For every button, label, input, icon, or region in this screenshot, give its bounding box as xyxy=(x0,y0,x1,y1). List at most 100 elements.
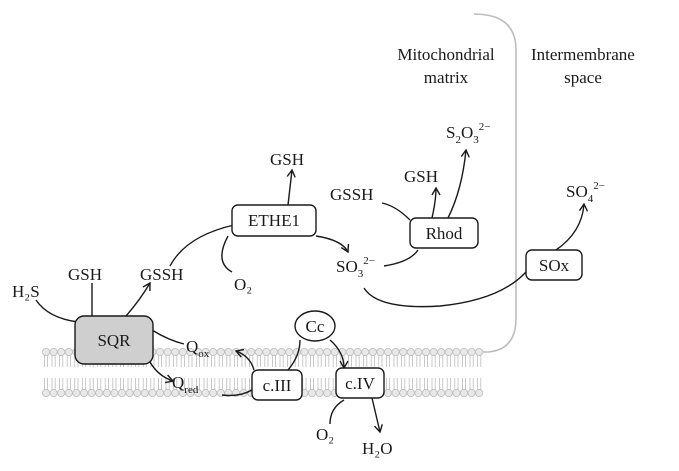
gsh-ethe1-label: GSH xyxy=(270,150,304,169)
lipid-head xyxy=(186,388,195,397)
s2o3-sub2: 3 xyxy=(473,134,479,146)
lipid-head xyxy=(49,347,58,356)
gsh-rhod-label: GSH xyxy=(404,167,438,186)
h2s-label: H₂S xyxy=(12,282,40,301)
ciii-rect xyxy=(251,369,303,401)
lipid-head xyxy=(429,388,438,397)
lipid-head xyxy=(201,388,210,397)
lipid-head xyxy=(49,388,58,397)
lipid-head xyxy=(361,347,370,356)
sqr-box: SQR xyxy=(74,315,154,365)
arrow-so3-sox xyxy=(363,271,527,308)
thiosulfate-label: S2O32− xyxy=(446,121,490,146)
lipid-head xyxy=(307,388,316,397)
lipid-head xyxy=(285,347,294,356)
rhod-label: Rhod xyxy=(426,224,463,243)
so3-sub: 3 xyxy=(358,268,364,280)
ciii-label: c.III xyxy=(263,376,292,395)
lipid-head xyxy=(459,347,468,356)
lipid-head xyxy=(57,347,66,356)
s2o3-sub1: 2 xyxy=(455,134,461,146)
lipid-head xyxy=(140,388,149,397)
lipid-head xyxy=(80,388,89,397)
q-ox-sub: ox xyxy=(198,348,210,360)
lipid-head xyxy=(125,388,134,397)
lipid-head xyxy=(459,388,468,397)
q-red-main: Q xyxy=(172,373,184,392)
reaction-arrows xyxy=(35,148,589,434)
ethe1-box: ETHE1 xyxy=(231,204,317,237)
lipid-head xyxy=(110,388,119,397)
lipid-head xyxy=(102,388,111,397)
lipid-head xyxy=(368,347,377,356)
lipid-head xyxy=(391,347,400,356)
lipid-head xyxy=(87,388,96,397)
lipid-head xyxy=(155,388,164,397)
rhod-rect xyxy=(409,217,479,249)
so4-sup: 2− xyxy=(593,180,605,192)
s2o3-sup: 2− xyxy=(479,121,491,133)
lipid-head xyxy=(269,347,278,356)
complex-iv-box: c.IV xyxy=(335,367,385,399)
s2o3-o: O xyxy=(461,123,473,142)
lipid-head xyxy=(277,347,286,356)
lipid-head xyxy=(193,388,202,397)
arrow-gssh-rhod xyxy=(381,202,411,221)
lipid-head xyxy=(399,388,408,397)
lipid-head xyxy=(254,347,263,356)
lipid-head xyxy=(414,347,423,356)
sqr-label: SQR xyxy=(97,331,131,350)
arrow-ethe1-so3 xyxy=(315,235,350,254)
arrow-sqr-qox xyxy=(151,329,185,345)
lipid-head xyxy=(467,347,476,356)
lipid-head xyxy=(429,347,438,356)
q-ox-main: Q xyxy=(186,337,198,356)
lipid-head xyxy=(414,388,423,397)
q-red-label: Qred xyxy=(172,373,199,396)
arrow-civ-h2o xyxy=(371,397,383,434)
lipid-head xyxy=(391,388,400,397)
so4-main: SO xyxy=(566,182,588,201)
rhod-box: Rhod xyxy=(409,217,479,249)
civ-rect xyxy=(335,367,385,399)
lipid-head xyxy=(444,388,453,397)
lipid-head xyxy=(421,347,430,356)
lipid-head xyxy=(118,388,127,397)
lipid-head xyxy=(353,347,362,356)
lipid-head xyxy=(383,388,392,397)
matrix-header-line2: matrix xyxy=(424,68,469,87)
arrow-rhod-gsh xyxy=(431,186,441,219)
sox-rect xyxy=(525,249,583,281)
arrow-h2s-sqr xyxy=(35,299,79,323)
q-red-sub: red xyxy=(184,384,199,396)
gssh-sqr-label: GSSH xyxy=(140,265,183,284)
q-ox-label: Qox xyxy=(186,337,210,360)
so4-sub: 4 xyxy=(588,193,594,205)
sulfite-label: SO32− xyxy=(336,255,375,280)
arrow-qred-ciii xyxy=(221,389,253,397)
lipid-head xyxy=(72,388,81,397)
o2-ethe1-label: O₂ xyxy=(234,275,252,294)
lipid-head xyxy=(171,347,180,356)
lipid-head xyxy=(171,388,180,397)
lipid-head xyxy=(437,388,446,397)
ims-header-line1: Intermembrane xyxy=(531,45,635,64)
arrow-sqr-gssh xyxy=(125,281,151,317)
lipid-head xyxy=(133,388,142,397)
gsh-sqr-label: GSH xyxy=(68,265,102,284)
lipid-head xyxy=(247,347,256,356)
lipid-head xyxy=(148,388,157,397)
lipid-head xyxy=(330,347,339,356)
cc-label: Cc xyxy=(306,317,325,336)
lipid-head xyxy=(201,347,210,356)
lipid-head xyxy=(193,347,202,356)
arrow-rhod-s2o3 xyxy=(447,148,470,219)
lipid-head xyxy=(209,347,218,356)
h2o-label: H₂O xyxy=(362,439,392,458)
lipid-head xyxy=(452,347,461,356)
lipid-head xyxy=(57,388,66,397)
arrow-o2-civ xyxy=(329,399,345,425)
lipid-head xyxy=(216,347,225,356)
arrow-ethe1-gsh xyxy=(286,168,296,206)
